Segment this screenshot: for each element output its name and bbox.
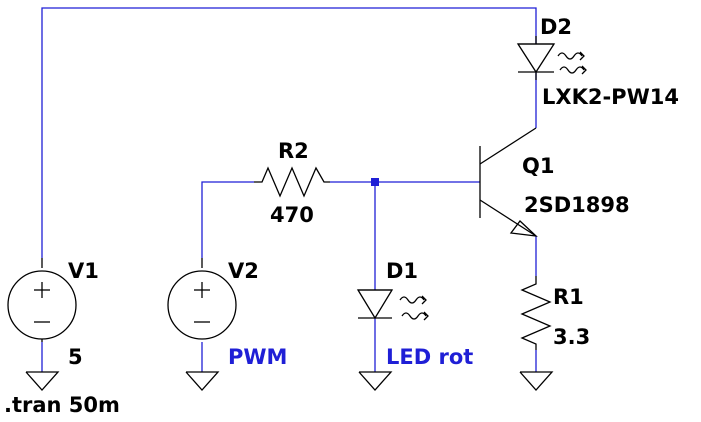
r1-value-label: 3.3 <box>553 325 590 349</box>
q1-ref-label: Q1 <box>522 154 554 178</box>
v1-voltage-source-symbol <box>7 258 77 342</box>
r2-ref-label: R2 <box>278 139 309 163</box>
simulation-directive: .tran 50m <box>4 393 120 417</box>
q1-value-label: 2SD1898 <box>524 193 630 217</box>
ground-icon <box>185 371 220 391</box>
v1-ref-label: V1 <box>68 259 99 283</box>
r2-resistor-symbol <box>254 166 330 198</box>
d1-ref-label: D1 <box>386 259 418 283</box>
d2-led-symbol <box>516 36 587 80</box>
d2-ref-label: D2 <box>540 15 572 39</box>
r1-resistor-symbol <box>520 276 552 350</box>
ground-symbols <box>25 371 554 391</box>
d1-led-symbol <box>356 289 429 321</box>
v2-value-label: PWM <box>228 345 287 369</box>
v2-ref-label: V2 <box>228 259 259 283</box>
ground-icon <box>519 371 554 391</box>
v1-value-label: 5 <box>68 345 83 369</box>
r1-ref-label: R1 <box>553 285 584 309</box>
r2-value-label: 470 <box>270 203 314 227</box>
ground-icon <box>25 371 60 391</box>
wires <box>41 7 537 372</box>
d2-value-label: LXK2-PW14 <box>542 85 679 109</box>
ground-icon <box>358 371 393 391</box>
v2-voltage-source-symbol <box>167 258 237 340</box>
junction-dot <box>371 178 379 186</box>
wire-top-rail <box>41 7 537 258</box>
d1-value-label: LED rot <box>386 345 473 369</box>
q1-npn-transistor-symbol <box>479 127 538 237</box>
wire-v2-r2 <box>201 181 254 258</box>
